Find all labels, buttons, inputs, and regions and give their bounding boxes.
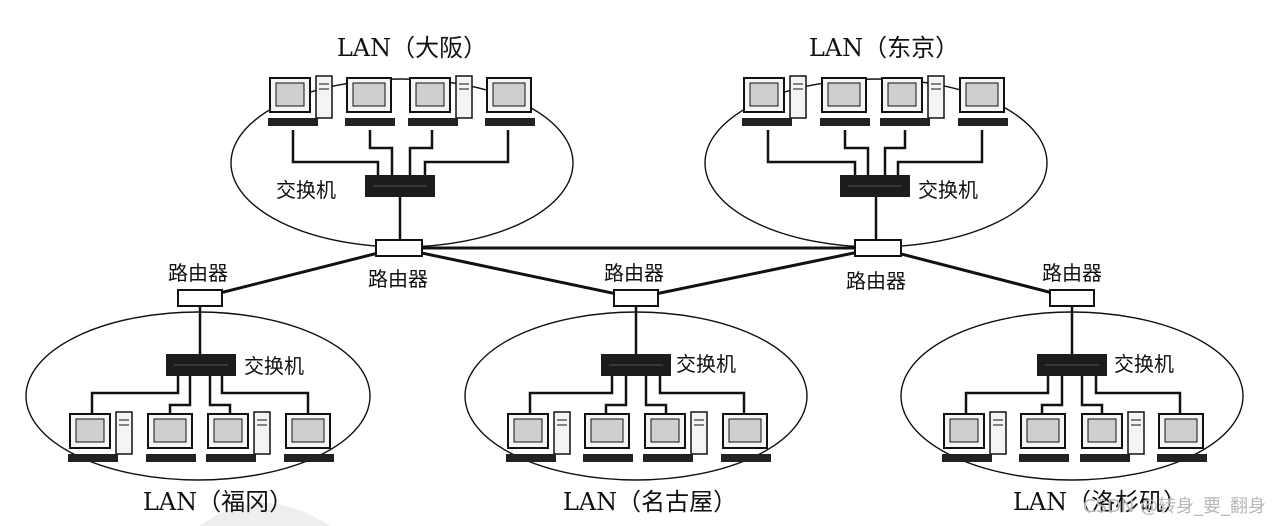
router-tokyo: 路由器 <box>846 239 906 293</box>
switch-label: 交换机 <box>676 352 736 376</box>
router-nagoya: 路由器 <box>604 261 664 307</box>
watermark-text: CSDN @转身_要_翻身 <box>1083 496 1266 517</box>
lan-fukuoka: 路由器 交换机 <box>25 261 371 516</box>
lan-los-angeles: 路由器 交换机 <box>900 261 1244 516</box>
switch-label: 交换机 <box>1114 352 1174 376</box>
router-la: 路由器 <box>1042 261 1102 307</box>
router-osaka: 路由器 <box>368 239 428 291</box>
desktop-computer-icon <box>583 413 633 462</box>
network-switch-icon <box>365 175 435 197</box>
network-switch-icon <box>601 354 671 376</box>
wan-links <box>199 246 1073 300</box>
lan-boundary <box>900 311 1244 481</box>
desktop-computer-icon <box>1080 411 1145 462</box>
router-label: 路由器 <box>368 267 428 291</box>
watermark-swoosh <box>200 503 330 526</box>
lan-boundary <box>464 311 808 481</box>
network-switch-icon <box>166 354 236 376</box>
network-switch-icon <box>1037 354 1107 376</box>
desktop-computer-icon <box>284 413 334 462</box>
wan-link-osaka-fukuoka <box>199 246 399 300</box>
desktop-computer-icon <box>880 75 945 126</box>
router-icon <box>854 239 902 257</box>
router-icon <box>1049 289 1095 307</box>
lan-tokyo: LAN（东京） 交换机 <box>704 34 1048 248</box>
router-icon <box>375 239 423 257</box>
lan-cabling <box>766 130 984 244</box>
network-switch-icon <box>840 175 910 197</box>
desktop-computer-icon <box>820 77 870 126</box>
desktop-computer-icon <box>146 413 196 462</box>
desktop-computer-icon <box>1157 413 1207 462</box>
lan-title: LAN（洛杉矶） <box>1013 488 1187 516</box>
wan-link-tokyo-nagoya <box>635 246 879 300</box>
lan-osaka: LAN（大阪） 交换机 <box>230 34 574 248</box>
lan-nagoya: 路由器 交换机 <box>464 261 808 516</box>
router-label: 路由器 <box>604 261 664 285</box>
lan-title: LAN（福冈） <box>143 488 293 516</box>
desktop-computer-icon <box>958 77 1008 126</box>
router-label: 路由器 <box>846 269 906 293</box>
router-icon <box>177 289 223 307</box>
router-fukuoka: 路由器 <box>168 261 228 307</box>
lan-cabling <box>964 376 1182 418</box>
lan-title: LAN（大阪） <box>337 34 487 62</box>
desktop-computer-icon <box>68 411 133 462</box>
desktop-computer-icon <box>506 411 571 462</box>
desktop-computer-icon <box>268 75 333 126</box>
lan-cabling <box>528 376 746 418</box>
switch-label: 交换机 <box>276 178 336 202</box>
switch-label: 交换机 <box>244 354 304 378</box>
desktop-computer-icon <box>485 77 535 126</box>
desktop-computer-icon <box>721 413 771 462</box>
router-label: 路由器 <box>168 261 228 285</box>
lan-boundary <box>25 311 371 481</box>
desktop-computer-icon <box>206 411 271 462</box>
router-label: 路由器 <box>1042 261 1102 285</box>
lan-title: LAN（名古屋） <box>563 488 737 516</box>
desktop-computer-icon <box>408 75 473 126</box>
desktop-computer-icon <box>742 75 807 126</box>
desktop-computer-icon <box>345 77 395 126</box>
desktop-computer-icon <box>942 411 1007 462</box>
wan-link-tokyo-la <box>877 246 1073 300</box>
desktop-computer-icon <box>643 411 708 462</box>
switch-label: 交换机 <box>918 178 978 202</box>
wan-link-osaka-nagoya <box>397 246 637 300</box>
router-icon <box>613 289 659 307</box>
desktop-computer-icon <box>1019 413 1069 462</box>
lan-title: LAN（东京） <box>809 34 959 62</box>
lan-cabling <box>90 376 310 418</box>
lan-cabling <box>291 130 510 244</box>
